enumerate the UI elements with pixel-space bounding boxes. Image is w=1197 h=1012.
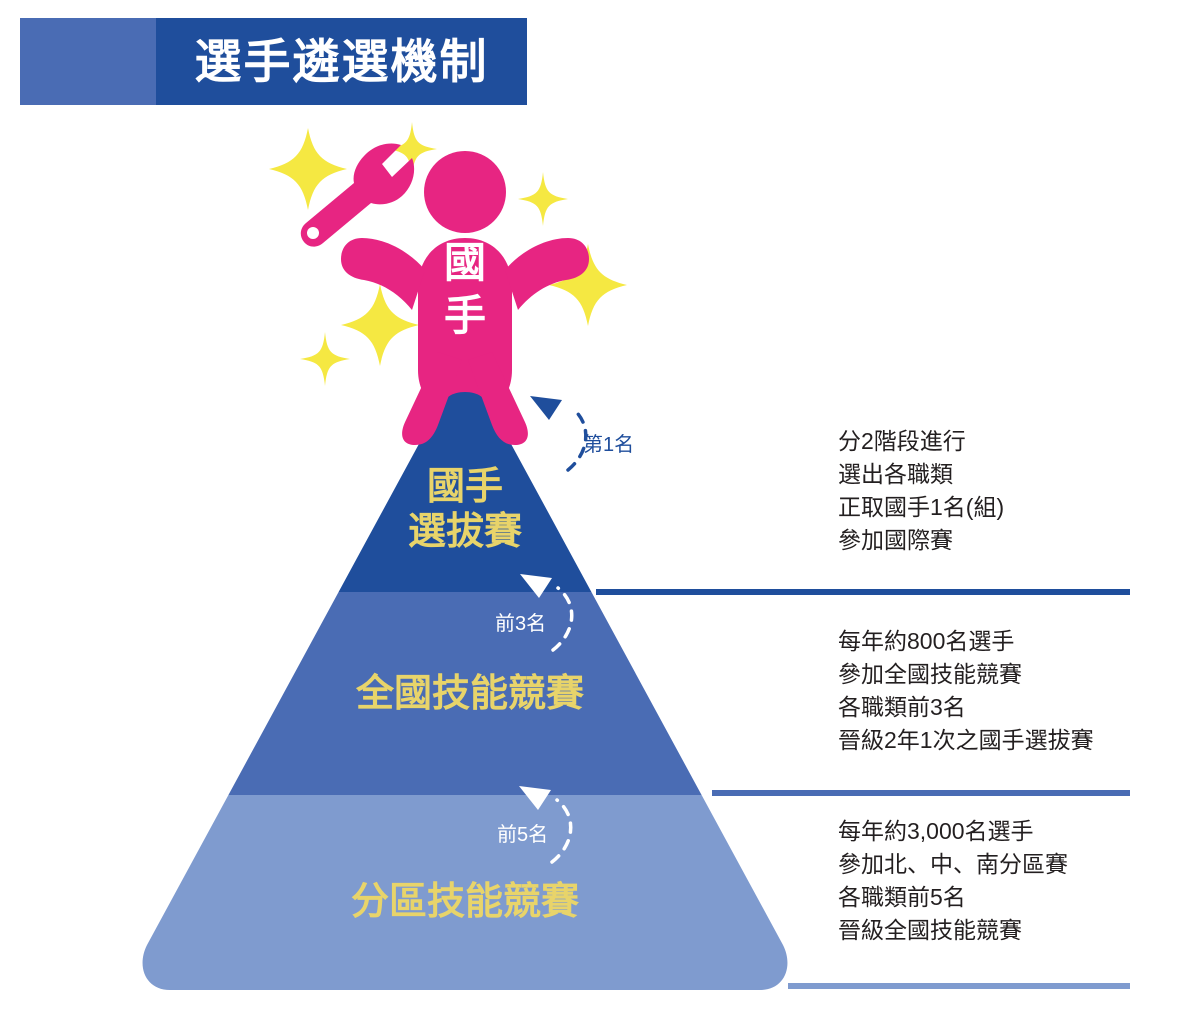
sparkle-group: [269, 122, 627, 386]
arrow-3-caption: 前5名: [497, 824, 549, 846]
sparkle-icon: [300, 332, 350, 386]
wrench-icon: [300, 143, 415, 247]
divider-rule-2: [712, 790, 1130, 796]
pyramid-tier-1-label: 國手 選拔賽: [407, 466, 522, 553]
arrow-1-caption: 第1名: [583, 434, 635, 456]
page-title: 選手遴選機制: [194, 35, 489, 88]
mascot-head: [424, 151, 506, 233]
mascot-leg-left: [402, 352, 462, 445]
divider-rule-3: [788, 983, 1130, 989]
sparkle-icon: [518, 172, 568, 226]
divider-rule-1: [596, 589, 1130, 595]
mascot-badge-text-line2: 手: [444, 292, 486, 339]
sparkle-icon: [269, 128, 347, 210]
pyramid-tier-3-label: 分區技能競賽: [350, 881, 579, 923]
pyramid-tier-2-label: 全國技能競賽: [355, 673, 584, 715]
arrow-2-caption: 前3名: [495, 613, 547, 635]
title-banner-left-band: [20, 18, 156, 105]
mascot-arm-right: [505, 238, 589, 310]
athlete-mascot: 國 手: [300, 143, 589, 445]
description-block-2: 每年約800名選手 參加全國技能競賽 各職類前3名 晉級2年1次之國手選拔賽: [838, 628, 1094, 753]
title-banner: 選手遴選機制: [20, 18, 527, 105]
sparkle-icon: [387, 122, 437, 176]
arrow-1: [530, 396, 588, 472]
description-block-3: 每年約3,000名選手 參加北、中、南分區賽 各職類前5名 晉級全國技能競賽: [838, 818, 1068, 943]
mascot-leg-right: [468, 352, 528, 445]
mascot-badge-text-line1: 國: [444, 239, 486, 286]
title-banner-right-band: [156, 18, 527, 105]
mascot-body: [418, 238, 512, 412]
description-block-1: 分2階段進行 選出各職類 正取國手1名(組) 參加國際賽: [838, 428, 1005, 553]
mascot-arm-left: [341, 238, 425, 310]
sparkle-icon: [549, 244, 627, 326]
sparkle-icon: [341, 284, 419, 366]
